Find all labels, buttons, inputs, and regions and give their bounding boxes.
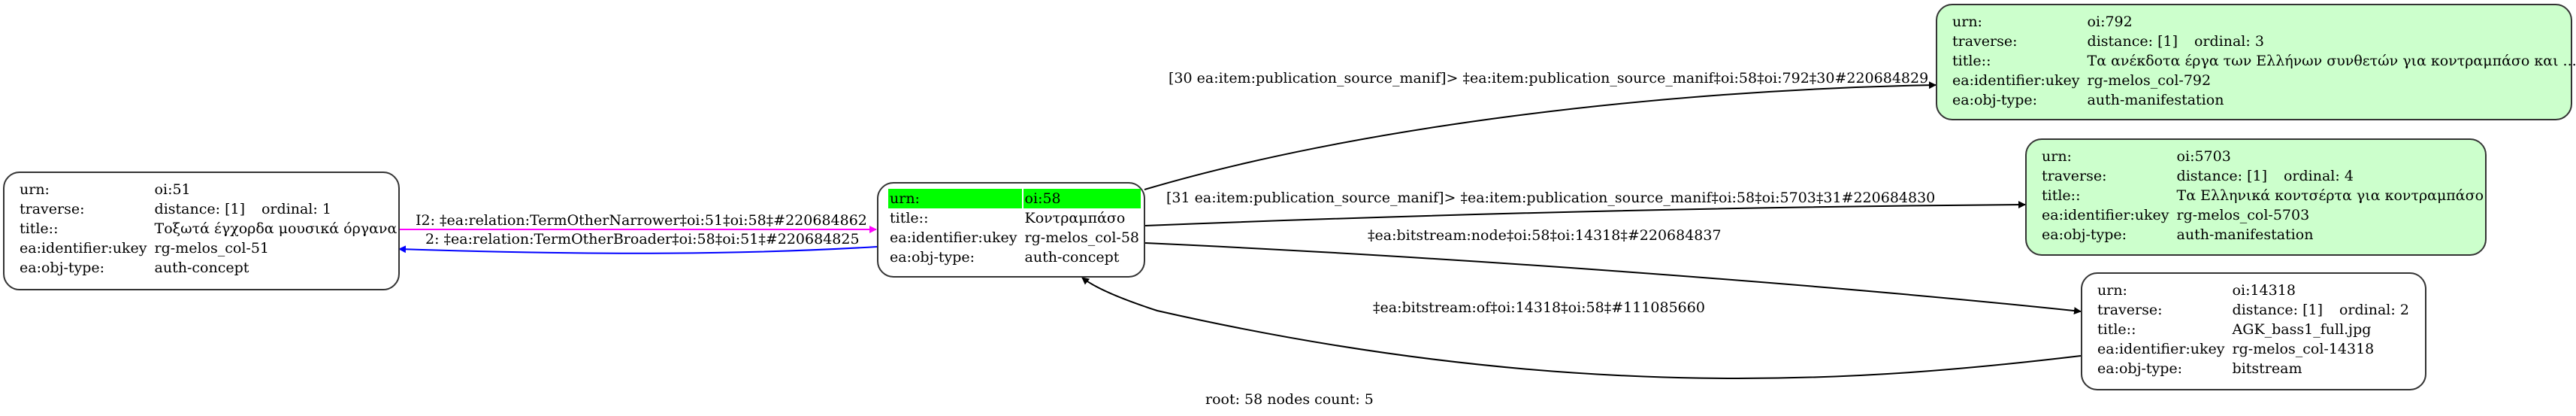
- distance-value: distance: [1]: [2232, 302, 2323, 318]
- distance-value: distance: [1]: [2176, 168, 2267, 184]
- field-label-traverse: traverse:: [2042, 168, 2107, 184]
- node-table: urn: oi:14318 traverse: distance: [1] ordin…: [2094, 281, 2412, 378]
- node-table: urn: oi:5703 traverse: distance: [1] ordina…: [2039, 147, 2487, 244]
- traverse-value: distance: [1] ordinal: 4: [2175, 166, 2486, 186]
- ukey-value: rg-melos_col-58: [1024, 229, 1139, 246]
- objtype-value: auth-concept: [154, 260, 249, 276]
- field-label-ukey: ea:identifier:ukey: [1952, 72, 2080, 89]
- edge-label-narrower: I2: ‡ea:relation:TermOtherNarrower‡oi:51…: [416, 212, 867, 229]
- distance-value: distance: [1]: [2087, 33, 2178, 50]
- node-oi-51[interactable]: urn: oi:51 traverse: distance: [1] ordinal:…: [3, 172, 400, 290]
- field-label-objtype: ea:obj-type:: [20, 260, 105, 276]
- traverse-value: distance: [1] ordinal: 2: [2231, 300, 2411, 320]
- field-label-traverse: traverse:: [2097, 302, 2163, 318]
- traverse-value: distance: [1] ordinal: 3: [2086, 32, 2576, 51]
- urn-value: oi:51: [154, 181, 191, 198]
- title-value: Τοξωτά έγχορδα μουσικά όργανα: [154, 220, 398, 237]
- ordinal-value: ordinal: 2: [2339, 302, 2409, 318]
- node-table: urn: oi:51 traverse: distance: [1] ordinal:…: [17, 180, 400, 278]
- ordinal-value: ordinal: 3: [2194, 33, 2264, 50]
- objtype-value: auth-concept: [1024, 249, 1120, 266]
- title-value: Τα Ελληνικά κοντσέρτα για κοντραμπάσο: [2176, 187, 2484, 204]
- edge-broader-line: [398, 245, 878, 254]
- objtype-value: auth-manifestation: [2176, 226, 2314, 243]
- title-value: Κοντραμπάσο: [1024, 210, 1126, 226]
- ukey-value: rg-melos_col-51: [154, 240, 269, 257]
- node-oi-792[interactable]: urn: oi:792 traverse: distance: [1] ordinal…: [1936, 4, 2576, 120]
- edge-label-bsof: ‡ea:bitstream:of‡oi:14318‡oi:58‡#1110856…: [1373, 299, 1705, 316]
- field-label-objtype: ea:obj-type:: [2097, 360, 2183, 377]
- field-label-urn: urn:: [2097, 282, 2127, 299]
- edge-label-pub792: [30 ea:item:publication_source_manif]> ‡…: [1169, 70, 1929, 87]
- urn-value: oi:5703: [2176, 148, 2231, 165]
- traverse-value: distance: [1] ordinal: 1: [153, 199, 399, 219]
- field-label-objtype: ea:obj-type:: [2042, 226, 2127, 243]
- edge-label-broader: 2: ‡ea:relation:TermOtherBroader‡oi:58‡o…: [425, 231, 860, 247]
- node-oi-14318[interactable]: urn: oi:14318 traverse: distance: [1] ordin…: [2081, 272, 2426, 390]
- field-label-title: title::: [20, 220, 59, 237]
- field-label-title: title::: [2097, 321, 2136, 338]
- field-label-traverse: traverse:: [20, 201, 85, 217]
- node-table: urn:oi:58 title::Κοντραμπάσο ea:identifi…: [887, 189, 1142, 267]
- field-label-objtype: ea:obj-type:: [1952, 92, 2038, 108]
- field-label-urn: urn:: [2042, 148, 2072, 165]
- field-label-title: title::: [890, 210, 929, 226]
- field-label-ukey: ea:identifier:ukey: [2097, 341, 2225, 357]
- node-oi-58-root[interactable]: urn:oi:58 title::Κοντραμπάσο ea:identifi…: [877, 182, 1145, 278]
- field-label-traverse: traverse:: [1952, 33, 2018, 50]
- distance-value: distance: [1]: [154, 201, 245, 217]
- edge-pub792-line: [1144, 81, 1937, 190]
- edge-label-pub5703: [31 ea:item:publication_source_manif]> ‡…: [1166, 190, 1936, 206]
- field-label-title: title::: [1952, 53, 1991, 69]
- field-label-ukey: ea:identifier:ukey: [2042, 207, 2169, 223]
- ukey-value: rg-melos_col-5703: [2176, 207, 2310, 223]
- edge-bsof-line: [1081, 277, 2082, 379]
- objtype-value: bitstream: [2232, 360, 2302, 377]
- root-highlight-row: urn:oi:58: [888, 189, 1141, 208]
- ukey-value: rg-melos_col-14318: [2232, 341, 2375, 357]
- edge-pub5703-line: [1144, 201, 2026, 226]
- field-label-ukey: ea:identifier:ukey: [890, 229, 1017, 246]
- urn-value: oi:792: [2087, 14, 2133, 30]
- ukey-value: rg-melos_col-792: [2087, 72, 2212, 89]
- node-table: urn: oi:792 traverse: distance: [1] ordinal…: [1949, 12, 2576, 110]
- title-value: AGK_bass1_full.jpg: [2232, 321, 2372, 338]
- urn-value: oi:14318: [2232, 282, 2296, 299]
- field-label-title: title::: [2042, 187, 2081, 204]
- field-label-urn: urn:: [20, 181, 50, 198]
- ordinal-value: ordinal: 1: [261, 201, 331, 217]
- field-label-urn: urn:: [1952, 14, 1982, 30]
- title-value: Τα ανέκδοτα έργα των Ελλήνων συνθετών γι…: [2087, 53, 2576, 69]
- edge-label-bsnode: ‡ea:bitstream:node‡oi:58‡oi:14318‡#22068…: [1368, 227, 1722, 244]
- field-label-urn: urn:: [888, 189, 1022, 208]
- objtype-value: auth-manifestation: [2087, 92, 2224, 108]
- node-oi-5703[interactable]: urn: oi:5703 traverse: distance: [1] ordina…: [2025, 138, 2487, 256]
- field-label-ukey: ea:identifier:ukey: [20, 240, 147, 257]
- graph-footer-caption: root: 58 nodes count: 5: [1205, 391, 1374, 408]
- edge-bsnode-line: [1144, 242, 2082, 315]
- urn-value: oi:58: [1023, 189, 1141, 208]
- ordinal-value: ordinal: 4: [2283, 168, 2354, 184]
- field-label-objtype: ea:obj-type:: [890, 249, 975, 266]
